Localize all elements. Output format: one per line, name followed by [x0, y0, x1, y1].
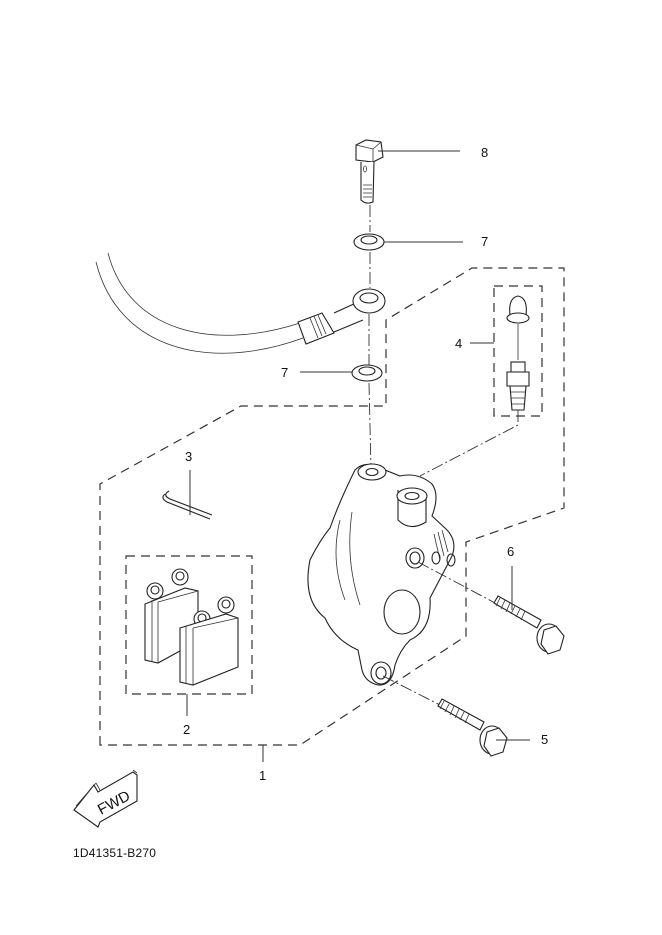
callout-8: 8	[481, 145, 488, 160]
callout-3: 3	[185, 449, 192, 464]
union-bolt-8	[355, 139, 384, 204]
fwd-arrow-icon: FWD	[73, 769, 138, 828]
bleed-cap	[506, 295, 530, 324]
callout-4: 4	[455, 336, 462, 351]
callout-5: 5	[541, 732, 548, 747]
gasket-7-lower	[351, 364, 383, 382]
diagram-code: 1D41351-B270	[73, 846, 157, 860]
assembly-outline-1	[99, 267, 565, 746]
bolt-5	[437, 698, 508, 757]
caliper-body	[307, 463, 456, 686]
gasket-7-upper	[353, 233, 385, 251]
brake-pad-front	[179, 596, 239, 686]
callout-7-upper: 7	[481, 234, 488, 249]
pad-kit-outline-2	[125, 555, 253, 695]
callout-6: 6	[507, 544, 514, 559]
bleed-centerline	[419, 410, 519, 477]
callout-2: 2	[183, 722, 190, 737]
bolt5-centerline	[382, 675, 441, 706]
pin-3	[162, 490, 213, 520]
callout-7-lower: 7	[281, 365, 288, 380]
brake-hose	[95, 252, 386, 354]
bleed-screw	[506, 324, 530, 411]
callout-1: 1	[259, 768, 266, 783]
bolt6-centerline	[417, 561, 498, 605]
bolt-6	[493, 595, 565, 655]
leader-lines	[186, 150, 530, 762]
